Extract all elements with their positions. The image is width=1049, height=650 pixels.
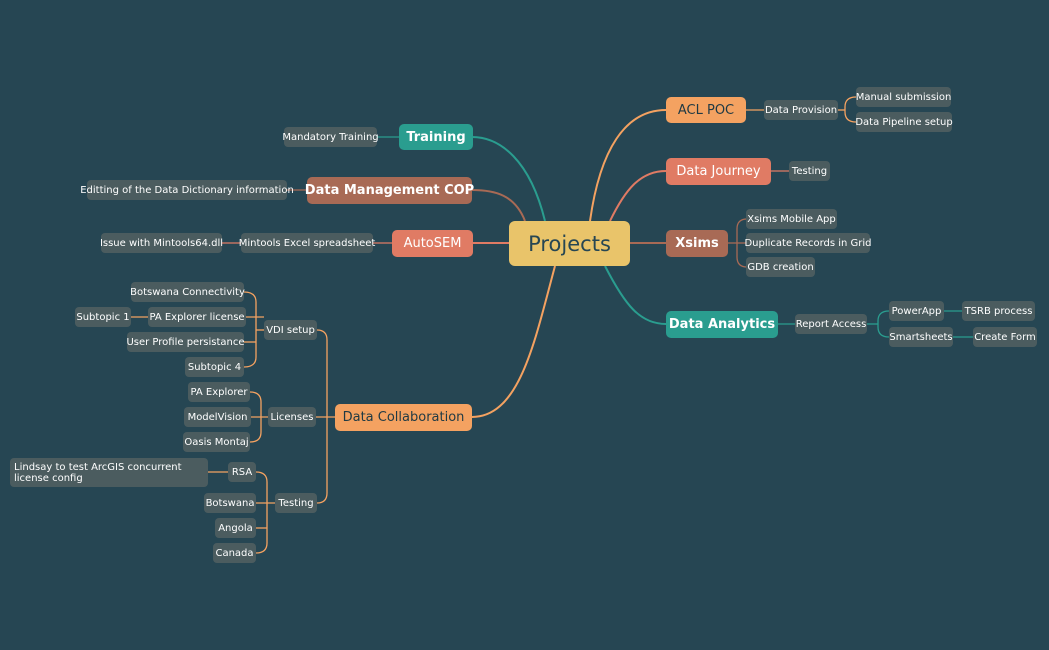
node-create-form[interactable]: Create Form	[973, 327, 1037, 347]
node-data-provision[interactable]: Data Provision	[764, 100, 838, 120]
node-smartsheets[interactable]: Smartsheets	[889, 327, 953, 347]
node-testing-collab[interactable]: Testing	[275, 493, 317, 513]
node-mintools-dll-issue[interactable]: Issue with Mintools64.dll	[100, 233, 223, 253]
node-data-collaboration[interactable]: Data Collaboration	[335, 404, 472, 431]
node-subtopic-4[interactable]: Subtopic 4	[185, 357, 244, 377]
node-mandatory-training[interactable]: Mandatory Training	[282, 127, 379, 147]
node-report-access[interactable]: Report Access	[795, 314, 867, 334]
node-data-analytics[interactable]: Data Analytics	[666, 311, 778, 338]
node-training[interactable]: Training	[399, 124, 473, 150]
node-modelvision[interactable]: ModelVision	[184, 407, 251, 427]
node-tsrb-process[interactable]: TSRB process	[962, 301, 1035, 321]
node-pa-explorer[interactable]: PA Explorer	[188, 382, 250, 402]
node-user-profile-persistance[interactable]: User Profile persistance	[126, 332, 245, 352]
node-licenses[interactable]: Licenses	[268, 407, 316, 427]
node-gdb-creation[interactable]: GDB creation	[746, 257, 815, 277]
node-testing-journey[interactable]: Testing	[789, 161, 830, 181]
node-manual-submission[interactable]: Manual submission	[856, 87, 951, 107]
node-acl-poc[interactable]: ACL POC	[666, 97, 746, 123]
node-xsims[interactable]: Xsims	[666, 230, 728, 257]
node-botswana-connectivity[interactable]: Botswana Connectivity	[130, 282, 245, 302]
node-arcgis-license-test[interactable]: Lindsay to test ArcGIS concurrent licens…	[10, 458, 208, 487]
node-duplicate-records[interactable]: Duplicate Records in Grid	[744, 233, 872, 253]
node-subtopic-1[interactable]: Subtopic 1	[75, 307, 131, 327]
node-rsa[interactable]: RSA	[228, 462, 256, 482]
node-editing-data-dictionary[interactable]: Editting of the Data Dictionary informat…	[80, 180, 294, 200]
node-data-journey[interactable]: Data Journey	[666, 158, 771, 185]
node-oasis-montaj[interactable]: Oasis Montaj	[183, 432, 250, 452]
node-autosem[interactable]: AutoSEM	[392, 230, 473, 257]
node-mintools-excel[interactable]: Mintools Excel spreadsheet	[239, 233, 375, 253]
node-powerapp[interactable]: PowerApp	[889, 301, 944, 321]
root-node[interactable]: Projects	[509, 221, 630, 266]
node-data-management-cop[interactable]: Data Management COP	[305, 177, 474, 204]
node-botswana[interactable]: Botswana	[204, 493, 256, 513]
node-data-pipeline-setup[interactable]: Data Pipeline setup	[855, 112, 953, 132]
node-pa-explorer-license[interactable]: PA Explorer license	[148, 307, 246, 327]
node-vdi-setup[interactable]: VDI setup	[264, 320, 317, 340]
node-angola[interactable]: Angola	[215, 518, 256, 538]
node-canada[interactable]: Canada	[213, 543, 256, 563]
node-xsims-mobile-app[interactable]: Xsims Mobile App	[746, 209, 837, 229]
